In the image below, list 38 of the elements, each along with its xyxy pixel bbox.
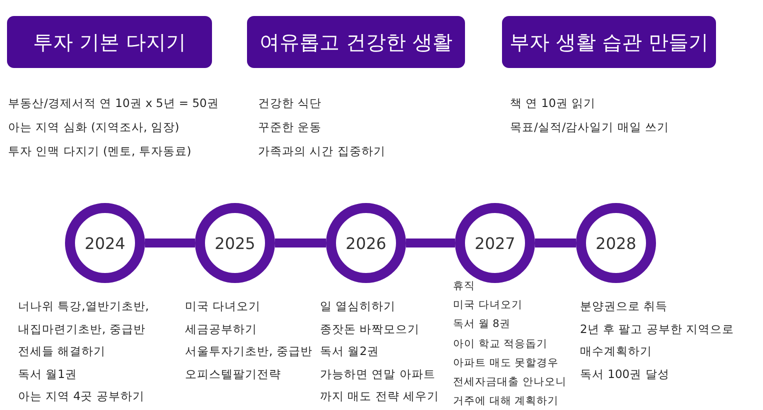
plan-item-text: 너나위 특강,열반기초반, 내집마련기초반, 중급반 — [18, 298, 150, 338]
year-circle: 2024 — [65, 203, 145, 283]
goal-item-text: 투자 인맥 다지기 (멘토, 투자동료) — [8, 143, 192, 160]
goal-item-text: 목표/실적/감사일기 매일 쓰기 — [510, 119, 670, 136]
goal-header: 투자 기본 다지기 — [7, 16, 212, 68]
plan-item-text: 아파트 매도 못할경우 전세자금대출 안나오니 거주에 대해 계획하기 — [453, 356, 568, 410]
plan-item-text: 독서 100권 달성 — [580, 366, 670, 382]
plan-item-text: 오피스텔팔기전략 — [185, 366, 281, 382]
year-circle: 2026 — [326, 203, 406, 283]
goal-header: 여유롭고 건강한 생활 — [247, 16, 465, 68]
plan-item-text: 미국 다녀오기 — [453, 298, 522, 314]
goal-item-text: 가족과의 시간 집중하기 — [258, 143, 386, 160]
plan-item-text: 서울투자기초반, 중급반 — [185, 343, 312, 360]
goal-item-text: 건강한 식단 — [258, 95, 322, 112]
year-circle: 2028 — [576, 203, 656, 283]
plan-item-text: 아이 학교 적응돕기 — [453, 336, 548, 352]
goal-header: 부자 생활 습관 만들기 — [502, 16, 716, 68]
timeline-line — [406, 238, 455, 248]
plan-item-text: 독서 월2권 — [320, 343, 379, 360]
plan-item-text: 분양권으로 취득 — [580, 298, 668, 315]
goal-item-text: 책 연 10권 읽기 — [510, 95, 596, 112]
plan-item-text: 독서 월1권 — [18, 366, 77, 382]
plan-item-text: 종잣돈 바짝모으기 — [320, 320, 420, 338]
goal-item-text: 부동산/경제서적 연 10권 x 5년 = 50권 — [8, 95, 219, 112]
plan-item-text: 2년 후 팔고 공부한 지역으로 매수계획하기 — [580, 320, 735, 360]
goal-item-text: 아는 지역 심화 (지역조사, 임장) — [8, 119, 180, 136]
plan-item-text: 세금공부하기 — [185, 320, 257, 338]
timeline-line — [145, 238, 195, 248]
plan-item-text: 일 열심히하기 — [320, 298, 396, 315]
timeline-line — [275, 238, 326, 248]
plan-item-text: 미국 다녀오기 — [185, 298, 261, 315]
plan-item-text: 독서 월 8권 — [453, 317, 510, 332]
goal-item-text: 꾸준한 운동 — [258, 119, 322, 136]
plan-item-text: 전세들 해결하기 — [18, 343, 106, 360]
plan-item-text: 가능하면 연말 아파트 까지 매도 전략 세우기 — [320, 366, 440, 405]
plan-item-text: 아는 지역 4곳 공부하기 — [18, 388, 144, 405]
timeline-line — [535, 238, 576, 248]
year-circle: 2025 — [195, 203, 275, 283]
